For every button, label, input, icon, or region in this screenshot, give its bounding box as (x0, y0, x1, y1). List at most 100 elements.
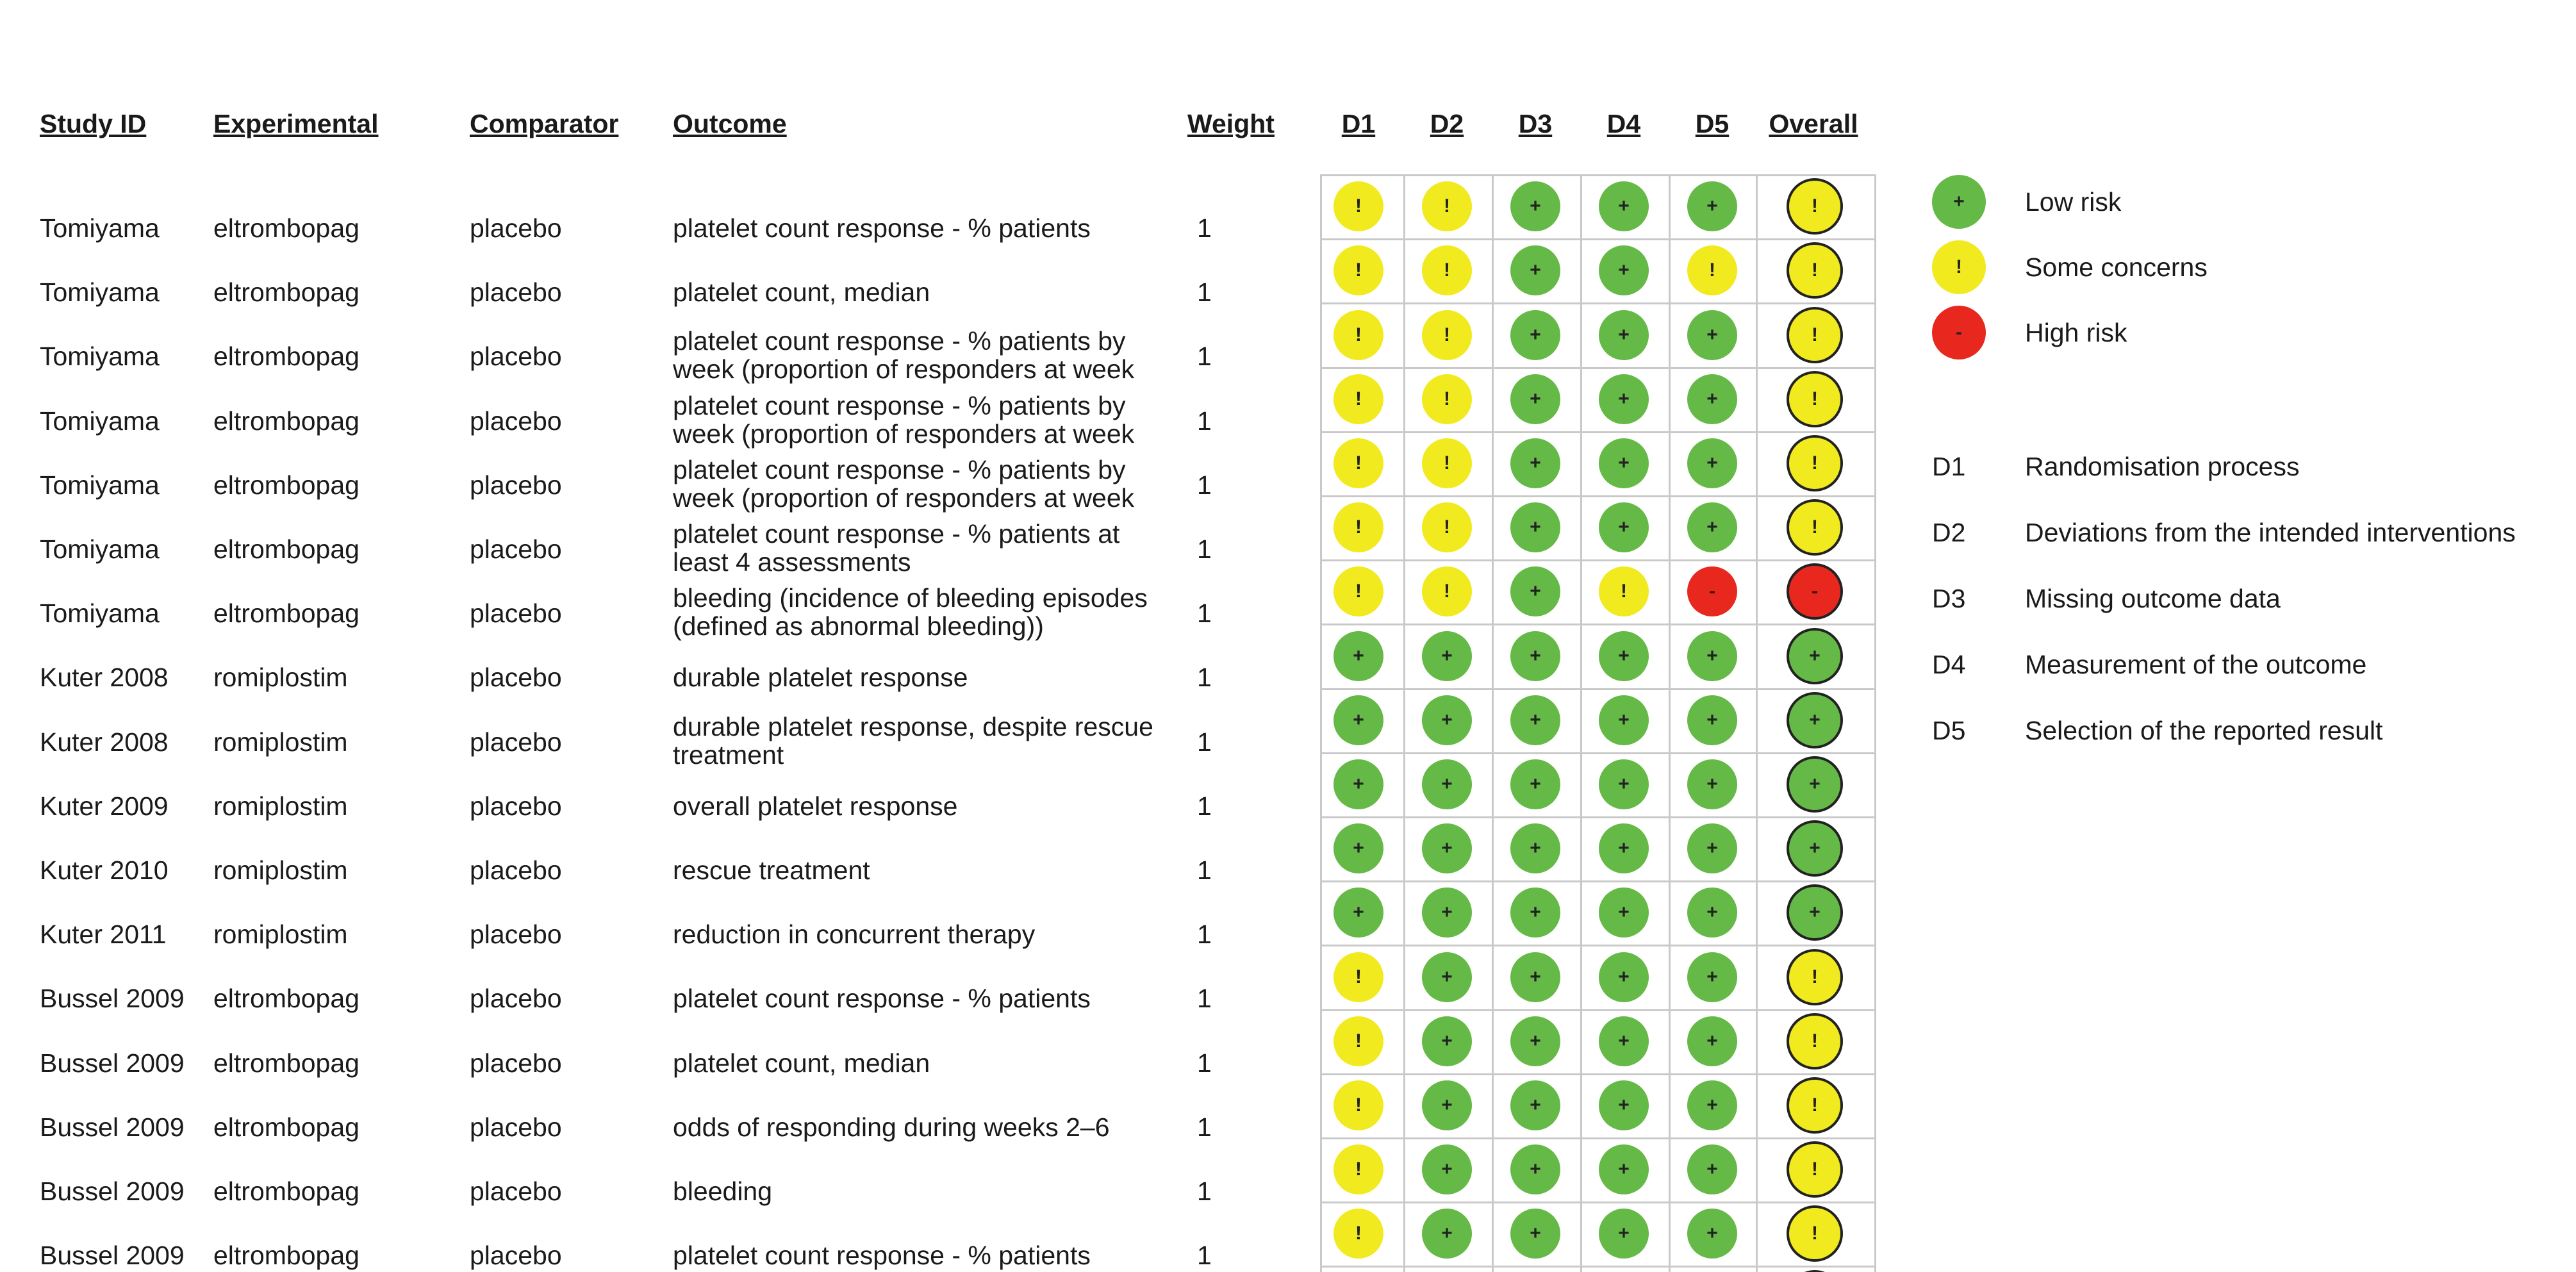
comparator-cell: placebo (470, 855, 562, 885)
study-id-cell: Tomiyama (40, 342, 160, 371)
weight-cell: 1 (1197, 1241, 1212, 1270)
judgement-d2-some: ! (1422, 438, 1472, 488)
judgement-d5-low: + (1687, 888, 1737, 937)
judgement-d3-low: + (1510, 374, 1560, 424)
judgement-d1-some: ! (1333, 1080, 1383, 1130)
outcome-cell: platelet count, median (673, 278, 930, 307)
judgement-overall-some: ! (1787, 178, 1843, 235)
comparator-cell: placebo (470, 599, 562, 628)
judgement-d4-low: + (1599, 888, 1649, 937)
judgement-d5-low: + (1687, 374, 1737, 424)
experimental-cell: eltrombopag (213, 534, 359, 564)
comparator-cell: placebo (470, 791, 562, 821)
judgement-d5-low: + (1687, 823, 1737, 873)
some-concerns-legend-label: Some concerns (2025, 252, 2208, 282)
study-id-cell: Tomiyama (40, 534, 160, 564)
grid-horizontal-line (1320, 1202, 1874, 1203)
domain-legend-code-d5: D5 (1932, 716, 1966, 745)
weight-cell: 1 (1197, 727, 1212, 757)
high-risk-legend-label: High risk (2025, 318, 2127, 347)
judgement-d5-low: + (1687, 1080, 1737, 1130)
judgement-overall-some: ! (1787, 307, 1843, 363)
domain-legend-code-d4: D4 (1932, 650, 1966, 679)
outcome-cell: platelet count response - % patients (673, 1241, 1091, 1270)
weight-cell: 1 (1197, 342, 1212, 371)
judgement-d1-low: + (1333, 631, 1383, 681)
outcome-cell: durable platelet response (673, 663, 968, 692)
judgement-d3-low: + (1510, 823, 1560, 873)
weight-cell: 1 (1197, 277, 1212, 307)
weight-cell: 1 (1197, 920, 1212, 949)
comparator-cell: placebo (470, 1112, 562, 1142)
header-overall: Overall (1769, 109, 1858, 138)
judgement-d5-low: + (1687, 695, 1737, 745)
judgement-d1-low: + (1333, 695, 1383, 745)
judgement-d2-low: + (1422, 1016, 1472, 1066)
experimental-cell: eltrombopag (213, 599, 359, 628)
header-d2: D2 (1430, 109, 1464, 138)
judgement-d1-some: ! (1333, 438, 1383, 488)
grid-vertical-line (1756, 174, 1758, 1272)
judgement-overall-low: + (1787, 820, 1843, 877)
judgement-overall-some: ! (1787, 1205, 1843, 1262)
study-id-cell: Bussel 2009 (40, 1177, 185, 1206)
judgement-d3-low: + (1510, 245, 1560, 295)
comparator-cell: placebo (470, 342, 562, 371)
judgement-overall-some: ! (1787, 371, 1843, 427)
experimental-cell: romiplostim (213, 920, 348, 949)
judgement-d5-high: - (1687, 566, 1737, 616)
outcome-cell: overall platelet response (673, 792, 958, 821)
experimental-cell: eltrombopag (213, 1112, 359, 1142)
grid-horizontal-line (1320, 880, 1874, 882)
domain-legend-label-d5: Selection of the reported result (2025, 716, 2383, 745)
comparator-cell: placebo (470, 1048, 562, 1078)
outcome-cell: platelet count response - % patients by … (673, 327, 1135, 384)
judgement-d2-some: ! (1422, 310, 1472, 360)
judgement-d4-low: + (1599, 181, 1649, 231)
experimental-cell: eltrombopag (213, 213, 359, 243)
judgement-d4-low: + (1599, 823, 1649, 873)
experimental-cell: eltrombopag (213, 277, 359, 307)
grid-vertical-line (1669, 174, 1671, 1272)
judgement-d3-low: + (1510, 181, 1560, 231)
judgement-d3-low: + (1510, 438, 1560, 488)
study-id-cell: Tomiyama (40, 599, 160, 628)
experimental-cell: eltrombopag (213, 1048, 359, 1078)
experimental-cell: romiplostim (213, 855, 348, 885)
experimental-cell: eltrombopag (213, 984, 359, 1013)
domain-legend-label-d4: Measurement of the outcome (2025, 650, 2367, 679)
outcome-cell: platelet count response - % patients by … (673, 392, 1135, 449)
weight-cell: 1 (1197, 1177, 1212, 1206)
experimental-cell: eltrombopag (213, 342, 359, 371)
outcome-cell: odds of responding during weeks 2–6 (673, 1113, 1110, 1142)
judgement-d3-low: + (1510, 1209, 1560, 1259)
judgement-overall-low: + (1787, 692, 1843, 748)
outcome-cell: bleeding (incidence of bleeding episodes… (673, 584, 1148, 641)
judgement-d2-low: + (1422, 888, 1472, 937)
grid-horizontal-line (1320, 367, 1874, 369)
domain-legend-label-d2: Deviations from the intended interventio… (2025, 518, 2516, 547)
domain-legend-code-d3: D3 (1932, 584, 1966, 613)
judgement-overall-low: + (1787, 756, 1843, 813)
outcome-cell: platelet count response - % patients (673, 214, 1091, 243)
judgement-d3-low: + (1510, 1016, 1560, 1066)
judgement-d2-some: ! (1422, 181, 1472, 231)
comparator-cell: placebo (470, 984, 562, 1013)
outcome-cell: platelet count response - % patients at … (673, 520, 1120, 577)
judgement-d5-low: + (1687, 1016, 1737, 1066)
judgement-d1-some: ! (1333, 181, 1383, 231)
weight-cell: 1 (1197, 855, 1212, 885)
judgement-d5-some: ! (1687, 245, 1737, 295)
high-risk-legend-symbol: - (1932, 306, 1986, 359)
judgement-d4-low: + (1599, 1080, 1649, 1130)
judgement-d2-low: + (1422, 1209, 1472, 1259)
grid-vertical-line (1492, 174, 1494, 1272)
judgement-d4-some: ! (1599, 566, 1649, 616)
domain-legend-code-d2: D2 (1932, 518, 1966, 547)
comparator-cell: placebo (470, 1241, 562, 1270)
grid-vertical-line (1320, 174, 1322, 1272)
judgement-d2-some: ! (1422, 245, 1472, 295)
grid-horizontal-line (1320, 945, 1874, 946)
comparator-cell: placebo (470, 277, 562, 307)
